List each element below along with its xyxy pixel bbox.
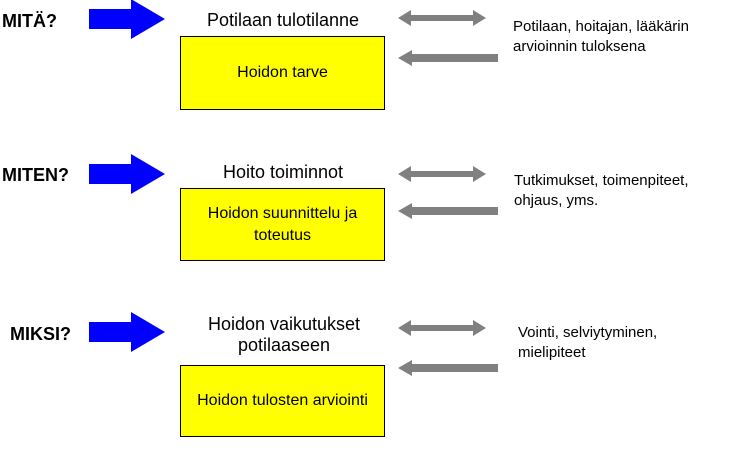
left-arrow-icon — [398, 50, 498, 66]
hoidon-tulosten-box: Hoidon tulosten arviointi — [180, 365, 385, 437]
blue-right-arrow-icon — [89, 312, 165, 352]
left-arrow-icon — [398, 203, 498, 219]
blue-right-arrow-icon — [89, 0, 165, 39]
section-title: Hoidon vaikutukset potilaaseen — [207, 314, 361, 355]
double-arrow-icon — [398, 166, 486, 182]
question-label: MITÄ? — [2, 11, 57, 31]
question-label: MIKSI? — [10, 324, 71, 344]
hoidon-suunnittelu-box: Hoidon suunnittelu ja toteutus — [180, 188, 385, 261]
blue-right-arrow-icon — [89, 154, 165, 194]
double-arrow-icon — [398, 320, 486, 336]
box-label: Hoidon tulosten arviointi — [197, 392, 368, 409]
section-title: Hoito toiminnot — [222, 162, 344, 182]
section-note: Tutkimukset, toimenpiteet, ohjaus, yms. — [514, 172, 689, 209]
section-note: Vointi, selviytyminen, mielipiteet — [518, 324, 658, 361]
left-arrow-icon — [398, 360, 498, 376]
section-note: Potilaan, hoitajan, lääkärin arvioinnin … — [513, 18, 689, 55]
double-arrow-icon — [398, 10, 486, 26]
box-label: Hoidon tarve — [237, 64, 328, 81]
box-label: Hoidon suunnittelu ja toteutus — [207, 204, 358, 244]
section-title: Potilaan tulotilanne — [206, 10, 360, 30]
question-label: MITEN? — [2, 165, 69, 185]
hoidon-tarve-box: Hoidon tarve — [180, 36, 385, 110]
